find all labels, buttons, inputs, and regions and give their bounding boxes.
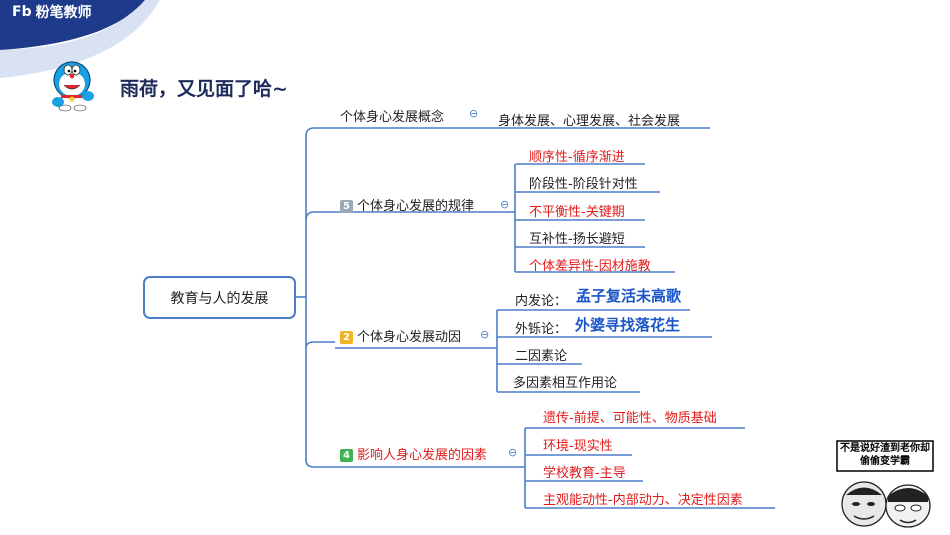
causes-count-badge: 2 (340, 331, 353, 344)
branch-factors-label: 影响人身心发展的因素 (357, 448, 488, 463)
collapse-toggle-icon[interactable]: ⊖ (469, 107, 479, 120)
greeting-title: 雨荷，又见面了哈~ (120, 78, 288, 100)
mindmap-root-node[interactable]: 教育与人的发展 (143, 276, 296, 319)
branch-factors[interactable]: 4 影响人身心发展的因素 (340, 444, 487, 463)
header-banner (0, 0, 145, 50)
branch-concept-label: 个体身心发展概念 (340, 110, 445, 125)
collapse-toggle-icon[interactable]: ⊖ (508, 446, 518, 459)
root-trunk (305, 127, 315, 468)
header-swoosh (0, 0, 160, 78)
factors-count-badge: 4 (340, 449, 353, 462)
rule-item: 个体差异性-因材施教 (529, 259, 651, 274)
root-label: 教育与人的发展 (170, 290, 269, 307)
rule-item: 顺序性-循序渐进 (529, 150, 625, 165)
theory-external: 外铄论： (515, 318, 567, 337)
rule-item: 互补性-扬长避短 (529, 232, 625, 247)
factor-item: 主观能动性-内部动力、决定性因素 (543, 493, 743, 508)
meme-sticker-icon (836, 440, 934, 528)
theory-external-mnemonic: 外婆寻找落花生 (575, 316, 681, 334)
theory-external-label: 外铄论： (515, 322, 568, 337)
theory-two-factor: 二因素论 (515, 349, 568, 364)
doraemon-mascot-icon (52, 61, 94, 112)
rule-item: 阶段性-阶段针对性 (529, 177, 638, 192)
brand-logo: Fb 粉笔教师 (12, 2, 92, 22)
collapse-toggle-icon[interactable]: ⊖ (480, 328, 490, 341)
rule-item: 不平衡性-关键期 (529, 205, 625, 220)
theory-internal: 内发论： (515, 290, 567, 309)
branch-rules-label: 个体身心发展的规律 (357, 199, 475, 214)
theory-internal-label: 内发论： (515, 294, 568, 309)
factor-item: 环境-现实性 (543, 439, 613, 454)
concept-child: 身体发展、心理发展、社会发展 (498, 114, 681, 129)
brand-mark: Fb (12, 4, 32, 20)
branch-causes[interactable]: 2 个体身心发展动因 (340, 326, 461, 345)
brand-name: 粉笔教师 (35, 5, 92, 21)
branch-rules[interactable]: 5 个体身心发展的规律 (340, 195, 474, 214)
factor-item: 遗传-前提、可能性、物质基础 (543, 411, 717, 426)
branch-concept[interactable]: 个体身心发展概念 (340, 106, 444, 125)
meme-caption: 不是说好渣到老你却偷偷变学霸 (840, 443, 930, 467)
factor-item: 学校教育-主导 (543, 466, 626, 481)
theory-internal-mnemonic: 孟子复活未高歌 (576, 287, 682, 305)
theory-multi-factor: 多因素相互作用论 (513, 376, 618, 391)
rules-count-badge: 5 (340, 200, 353, 213)
branch-causes-label: 个体身心发展动因 (357, 330, 462, 345)
collapse-toggle-icon[interactable]: ⊖ (500, 198, 510, 211)
